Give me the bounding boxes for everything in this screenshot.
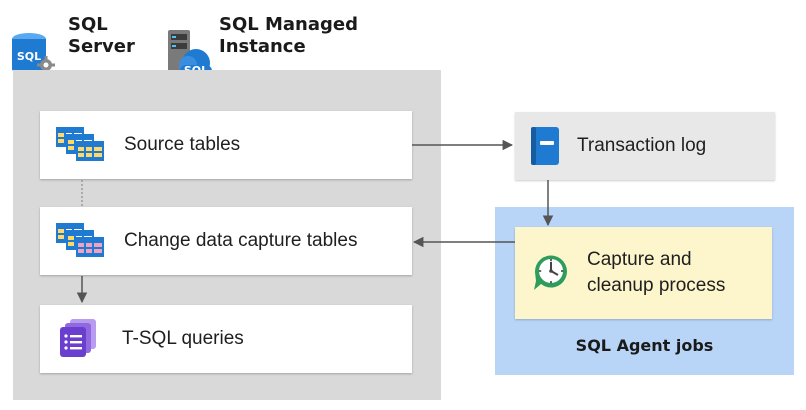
queries-icon [58, 319, 110, 359]
capture-cleanup-line1: Capture and [587, 249, 692, 270]
sql-server-header: SQL SQL Server [10, 12, 135, 75]
transaction-log-label: Transaction log [577, 135, 707, 156]
capture-cleanup-card: Capture and cleanup process [515, 227, 772, 319]
transaction-log-card: Transaction log [515, 112, 775, 180]
sql-server-label-line2: Server [68, 36, 135, 57]
sql-mi-label-line2: Instance [219, 36, 306, 57]
sql-server-label: SQL Server [68, 14, 135, 58]
sql-icon-text: SQL [17, 50, 41, 63]
cdc-tables-card: Change data capture tables [40, 207, 412, 275]
tsql-queries-card: T-SQL queries [40, 305, 412, 373]
clock-icon [529, 250, 575, 296]
tsql-queries-label: T-SQL queries [122, 328, 244, 349]
source-tables-card: Source tables [40, 111, 412, 179]
cdc-tables-icon [54, 221, 110, 261]
transaction-log-icon [529, 126, 569, 166]
capture-cleanup-line2: cleanup process [587, 275, 726, 296]
sql-server-icon: SQL [10, 32, 60, 78]
sql-server-label-line1: SQL [68, 14, 108, 35]
sql-mi-label: SQL Managed Instance [219, 14, 358, 58]
sql-mi-header: SQL SQL Managed Instance [168, 12, 388, 78]
tables-icon [54, 125, 110, 165]
sql-mi-label-line1: SQL Managed [219, 14, 358, 35]
capture-cleanup-label: Capture and cleanup process [587, 247, 725, 299]
cdc-tables-label: Change data capture tables [124, 230, 358, 251]
sql-agent-jobs-title: SQL Agent jobs [575, 336, 714, 355]
source-tables-label: Source tables [124, 134, 241, 155]
